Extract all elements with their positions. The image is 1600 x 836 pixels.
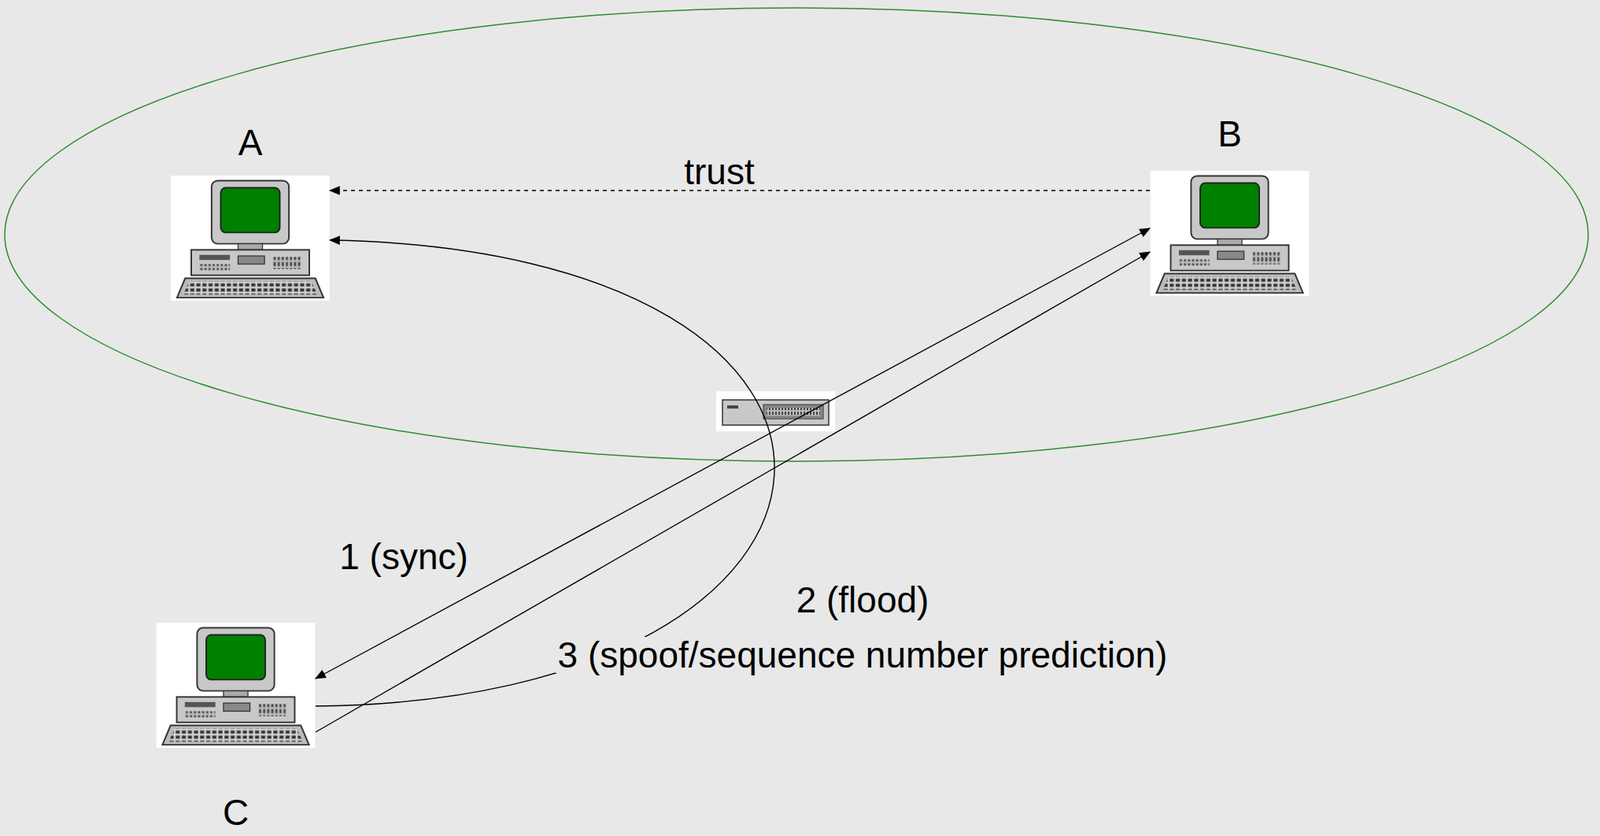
- computer-node: C: [155, 622, 316, 831]
- host-label: A: [238, 124, 263, 161]
- computer-node: B: [1149, 115, 1310, 296]
- host-label: C: [222, 794, 249, 831]
- connector-arrow: [329, 189, 1150, 191]
- edge-label: trust: [681, 153, 757, 190]
- host-label: B: [1217, 115, 1242, 152]
- step-label: 2 (flood): [794, 581, 932, 618]
- computer-node: A: [170, 124, 330, 301]
- router-symbol: [716, 391, 836, 432]
- step-label: 3 (spoof/sequence number prediction): [555, 636, 1171, 673]
- step-label: 1 (sync): [336, 538, 471, 575]
- connector-arrow: [315, 228, 1150, 679]
